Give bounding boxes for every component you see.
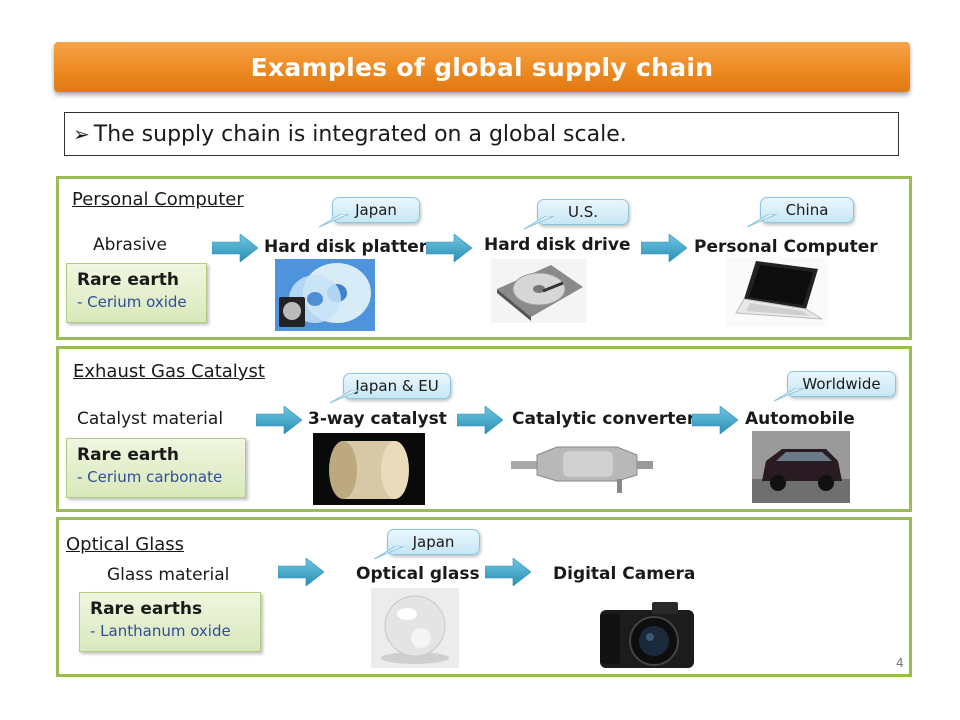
stage-label: Optical glass	[356, 564, 480, 584]
source-label: Glass material	[107, 565, 230, 585]
automobile-image	[752, 431, 850, 503]
section-title: Exhaust Gas Catalyst	[73, 361, 265, 382]
section-title: Optical Glass	[66, 534, 185, 555]
material-name: Rare earth	[77, 445, 180, 465]
subtitle-box: ➢ The supply chain is integrated on a gl…	[64, 112, 899, 156]
title-banner: Examples of global supply chain	[54, 42, 910, 92]
flow-arrow-icon	[426, 234, 472, 262]
stage-label: Catalytic converter	[512, 409, 696, 429]
region-callout: Japan & EU	[343, 373, 451, 399]
page-title: Examples of global supply chain	[250, 52, 714, 82]
stage-label: Personal Computer	[694, 237, 878, 257]
flow-arrow-icon	[692, 406, 738, 434]
region-callout: Japan	[332, 197, 420, 223]
glass-sphere-image	[371, 588, 459, 668]
material-box: Rare earths - Lanthanum oxide	[79, 592, 261, 652]
region-callout: Japan	[387, 529, 480, 555]
material-box: Rare earth - Cerium carbonate	[66, 438, 246, 498]
material-compound: - Lanthanum oxide	[90, 622, 231, 640]
region-callout: China	[760, 197, 854, 223]
callout-tail-icon	[330, 390, 360, 404]
region-label: Japan	[412, 533, 455, 551]
arrow-bullet-icon: ➢	[73, 122, 90, 146]
page-number: 4	[896, 656, 904, 670]
stage-label: Digital Camera	[553, 564, 696, 584]
catalytic-converter-image	[507, 431, 657, 499]
flow-arrow-icon	[457, 406, 503, 434]
material-name: Rare earths	[90, 599, 203, 619]
flow-arrow-icon	[485, 558, 531, 586]
material-box: Rare earth - Cerium oxide	[66, 263, 207, 323]
callout-tail-icon	[524, 216, 554, 230]
region-callout: U.S.	[537, 199, 629, 225]
flow-arrow-icon	[256, 406, 302, 434]
callout-tail-icon	[774, 388, 804, 402]
material-compound: - Cerium carbonate	[77, 468, 223, 486]
region-label: Worldwide	[802, 375, 881, 393]
section-exhaust-gas-catalyst: Exhaust Gas Catalyst Catalyst material R…	[56, 346, 912, 512]
stage-label: Hard disk drive	[484, 235, 631, 255]
region-label: Japan	[355, 201, 397, 219]
digital-camera-image	[596, 596, 698, 672]
catalyst-image	[313, 433, 425, 505]
callout-tail-icon	[747, 214, 777, 228]
flow-arrow-icon	[278, 558, 324, 586]
section-title: Personal Computer	[72, 189, 244, 210]
laptop-image	[726, 257, 828, 327]
region-label: China	[785, 201, 829, 219]
subtitle-text: The supply chain is integrated on a glob…	[93, 121, 627, 147]
hard-disk-platter-image	[275, 259, 375, 331]
hard-disk-drive-image	[491, 259, 587, 323]
callout-tail-icon	[374, 546, 404, 560]
callout-tail-icon	[319, 214, 349, 228]
region-label: U.S.	[567, 203, 599, 221]
section-optical-glass: Optical Glass Glass material Rare earths…	[56, 517, 912, 677]
region-callout: Worldwide	[787, 371, 896, 397]
stage-label: Automobile	[745, 409, 855, 429]
material-name: Rare earth	[77, 270, 180, 290]
flow-arrow-icon	[641, 234, 687, 262]
source-label: Abrasive	[93, 235, 167, 255]
source-label: Catalyst material	[77, 409, 224, 429]
stage-label: 3-way catalyst	[308, 409, 447, 429]
stage-label: Hard disk platter	[264, 237, 428, 257]
region-label: Japan & EU	[355, 377, 439, 395]
section-personal-computer: Personal Computer Abrasive Rare earth - …	[56, 176, 912, 340]
material-compound: - Cerium oxide	[77, 293, 187, 311]
flow-arrow-icon	[212, 234, 258, 262]
